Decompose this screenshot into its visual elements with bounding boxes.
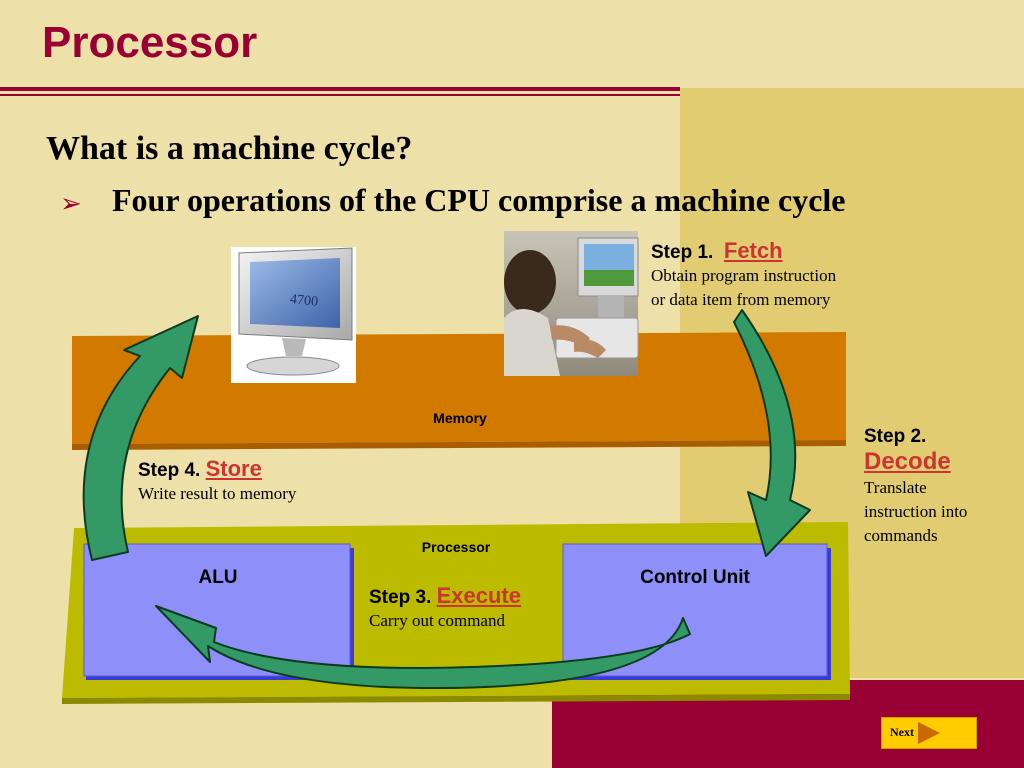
store-arrow — [82, 315, 199, 561]
decode-description-line-1: Translate — [864, 478, 927, 497]
monitor-display-value: 4700 — [289, 292, 318, 310]
next-button[interactable]: Next — [881, 717, 977, 749]
store-link[interactable]: Store — [205, 456, 262, 481]
decode-link[interactable]: Decode — [864, 448, 951, 475]
execute-link[interactable]: Execute — [436, 583, 521, 608]
step-4-prefix: Step 4. — [138, 460, 201, 481]
cycle-arrows — [82, 309, 811, 690]
fetch-description-line-2: or data item from memory — [651, 290, 831, 309]
control-unit-label: Control Unit — [640, 567, 750, 588]
decode-description-line-3: commands — [864, 526, 938, 545]
title-rule-bottom — [0, 94, 680, 96]
step-2-decode: Step 2. Decode Translate instruction int… — [864, 426, 967, 548]
fetch-description-line-1: Obtain program instruction — [651, 266, 837, 285]
bullet-arrow-icon: ➢ — [60, 188, 82, 218]
alu-label: ALU — [198, 567, 238, 588]
step-2-prefix: Step 2. — [864, 426, 927, 447]
monitor-illustration: 4700 — [231, 247, 356, 383]
alu-box — [83, 543, 354, 680]
next-arrow-icon — [918, 722, 940, 744]
step-4-store: Step 4. Store Write result to memory — [138, 456, 296, 506]
fetch-arrow — [733, 309, 811, 557]
step-1-fetch: Step 1. Fetch Obtain program instruction… — [651, 238, 836, 312]
decode-description-line-2: instruction into — [864, 502, 968, 521]
step-3-execute: Step 3. Execute Carry out command — [369, 583, 521, 633]
store-description: Write result to memory — [138, 484, 297, 503]
execute-arrow — [155, 605, 691, 690]
bullet-text: Four operations of the CPU comprise a ma… — [112, 182, 846, 218]
execute-description: Carry out command — [369, 611, 505, 630]
fetch-link[interactable]: Fetch — [723, 238, 783, 263]
memory-label: Memory — [433, 410, 487, 426]
person-at-computer-photo — [504, 231, 639, 376]
title-rule-top — [0, 87, 680, 91]
processor-label: Processor — [421, 539, 491, 555]
step-3-prefix: Step 3. — [369, 587, 432, 608]
slide-title: Processor — [42, 18, 258, 67]
step-1-prefix: Step 1. — [651, 242, 714, 263]
slide-heading: What is a machine cycle? — [46, 130, 413, 167]
next-label: Next — [890, 725, 914, 739]
